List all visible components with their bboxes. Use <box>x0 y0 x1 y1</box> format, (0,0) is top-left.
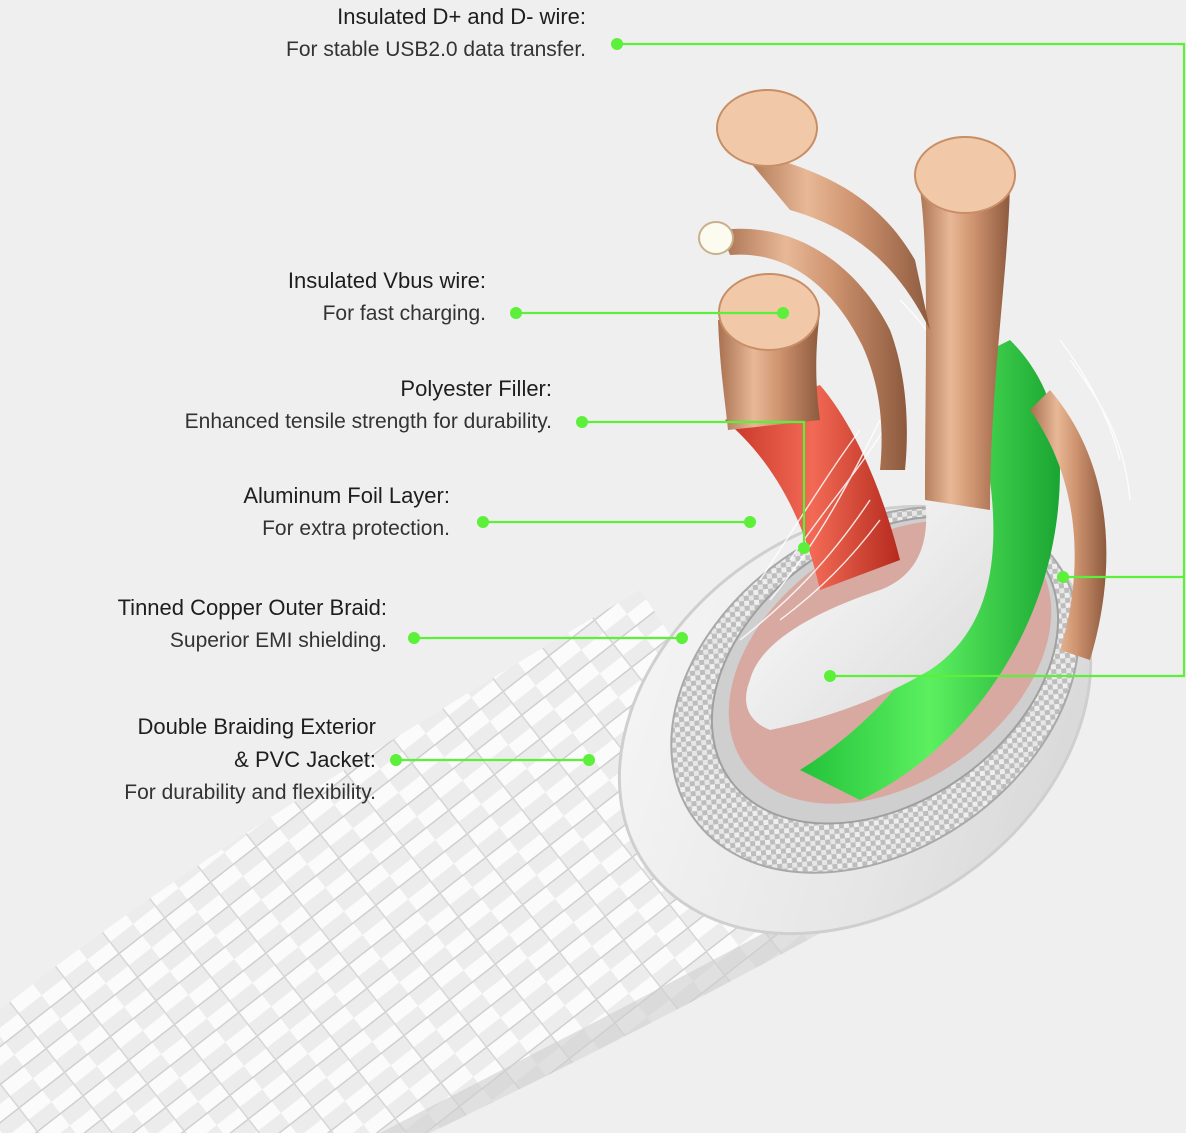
thin-wire-cap <box>699 222 733 254</box>
callout-title: Tinned Copper Outer Braid: <box>118 591 387 624</box>
callout-desc: For fast charging. <box>288 297 486 330</box>
callout-title: Insulated Vbus wire: <box>288 264 486 297</box>
callout-desc: Enhanced tensile strength for durability… <box>185 405 552 438</box>
copper-face-top <box>717 90 817 166</box>
copper-face-large <box>915 137 1015 213</box>
callout-desc: Superior EMI shielding. <box>118 624 387 657</box>
callout-label-data-wire: Insulated D+ and D- wire: For stable USB… <box>286 0 586 66</box>
callout-desc: For stable USB2.0 data transfer. <box>286 33 586 66</box>
callout-dot <box>390 754 402 766</box>
callout-dot <box>408 632 420 644</box>
callout-dot <box>477 516 489 528</box>
callout-label-polyester-filler: Polyester Filler: Enhanced tensile stren… <box>185 372 552 438</box>
callout-label-outer-braid: Tinned Copper Outer Braid: Superior EMI … <box>118 591 387 657</box>
callout-title: Double Braiding Exterior <box>124 710 376 743</box>
callout-label-double-braiding: Double Braiding Exterior & PVC Jacket: F… <box>124 710 376 809</box>
callout-dot <box>798 542 810 554</box>
callout-title: Polyester Filler: <box>185 372 552 405</box>
callout-desc: For durability and flexibility. <box>124 776 376 809</box>
callout-dot <box>744 516 756 528</box>
callout-title: Aluminum Foil Layer: <box>243 479 450 512</box>
callout-title-line2: & PVC Jacket: <box>124 743 376 776</box>
callout-dot <box>576 416 588 428</box>
callout-dot <box>777 307 789 319</box>
callout-title: Insulated D+ and D- wire: <box>286 0 586 33</box>
callout-dot <box>676 632 688 644</box>
callout-dot <box>583 754 595 766</box>
callout-label-foil-layer: Aluminum Foil Layer: For extra protectio… <box>243 479 450 545</box>
callout-desc: For extra protection. <box>243 512 450 545</box>
callout-dot <box>510 307 522 319</box>
callout-dot <box>824 670 836 682</box>
callout-dot <box>1057 571 1069 583</box>
callout-dot <box>611 38 623 50</box>
callout-label-vbus-wire: Insulated Vbus wire: For fast charging. <box>288 264 486 330</box>
